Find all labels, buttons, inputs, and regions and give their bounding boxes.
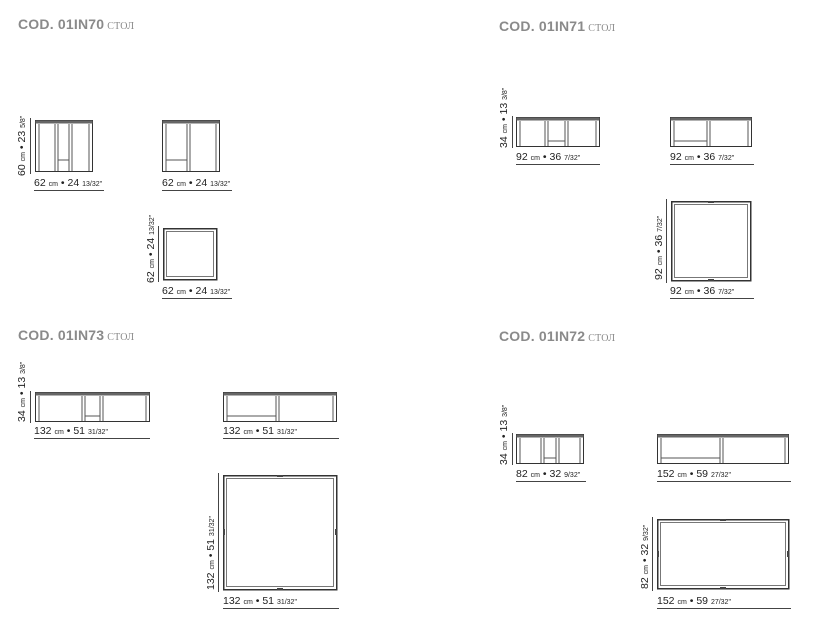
front-view-drawing bbox=[35, 120, 93, 172]
side-view-drawing bbox=[162, 120, 220, 172]
top-width-label: 62 cm • 24 13/32" bbox=[162, 285, 231, 297]
product-code: COD. 01IN72 bbox=[499, 328, 586, 344]
width-dimension-line bbox=[657, 481, 791, 482]
width-dimension-line bbox=[657, 608, 791, 609]
product-code: COD. 01IN71 bbox=[499, 18, 586, 34]
width-dimension-line bbox=[670, 298, 754, 299]
product-label: СТОЛ bbox=[107, 21, 135, 32]
depth-dimension-line bbox=[652, 517, 653, 591]
top-width-label: 152 cm • 59 27/32" bbox=[657, 595, 731, 607]
side-width-label: 132 cm • 51 31/32" bbox=[223, 425, 297, 437]
width-dimension-line bbox=[34, 438, 150, 439]
product-code: COD. 01IN73 bbox=[18, 327, 105, 343]
top-depth-label: 92 cm • 36 7/32" bbox=[653, 215, 665, 280]
side-view-drawing bbox=[670, 117, 752, 147]
front-width-label: 132 cm • 51 31/32" bbox=[34, 425, 108, 437]
height-dimension-line bbox=[30, 391, 31, 423]
front-view-drawing bbox=[516, 434, 584, 464]
width-dimension-line bbox=[223, 438, 339, 439]
front-height-label: 34 cm • 13 3/8" bbox=[498, 87, 510, 148]
height-dimension-line bbox=[512, 116, 513, 148]
front-height-label: 60 cm • 23 5/8" bbox=[16, 115, 28, 176]
width-dimension-line bbox=[34, 190, 104, 191]
top-view-drawing bbox=[222, 474, 338, 591]
width-dimension-line bbox=[162, 298, 232, 299]
height-dimension-line bbox=[512, 433, 513, 465]
front-height-label: 34 cm • 13 3/8" bbox=[498, 404, 510, 465]
width-dimension-line bbox=[516, 481, 586, 482]
depth-dimension-line bbox=[218, 473, 219, 592]
top-view-drawing bbox=[670, 200, 752, 282]
width-dimension-line bbox=[162, 190, 232, 191]
top-width-label: 132 cm • 51 31/32" bbox=[223, 595, 297, 607]
product-label: СТОЛ bbox=[588, 23, 616, 34]
width-dimension-line bbox=[670, 164, 754, 165]
top-width-label: 92 cm • 36 7/32" bbox=[670, 285, 735, 297]
width-dimension-line bbox=[223, 608, 339, 609]
front-view-drawing bbox=[516, 117, 600, 147]
top-depth-label: 82 cm • 32 9/32" bbox=[639, 524, 651, 589]
front-width-label: 92 cm • 36 7/32" bbox=[516, 151, 581, 163]
front-width-label: 62 cm • 24 13/32" bbox=[34, 177, 103, 189]
side-view-drawing bbox=[223, 392, 337, 422]
side-view-drawing bbox=[657, 434, 789, 464]
product-label: СТОЛ bbox=[588, 333, 616, 344]
front-width-label: 82 cm • 32 9/32" bbox=[516, 468, 581, 480]
depth-dimension-line bbox=[158, 226, 159, 282]
front-height-label: 34 cm • 13 3/8" bbox=[16, 361, 28, 422]
side-width-label: 152 cm • 59 27/32" bbox=[657, 468, 731, 480]
depth-dimension-line bbox=[666, 199, 667, 283]
side-width-label: 92 cm • 36 7/32" bbox=[670, 151, 735, 163]
product-label: СТОЛ bbox=[107, 332, 135, 343]
top-depth-label: 62 cm • 24 13/32" bbox=[145, 214, 157, 283]
height-dimension-line bbox=[30, 118, 31, 174]
top-depth-label: 132 cm • 51 31/32" bbox=[205, 516, 217, 590]
top-view-drawing bbox=[656, 518, 790, 590]
side-width-label: 62 cm • 24 13/32" bbox=[162, 177, 231, 189]
front-view-drawing bbox=[35, 392, 150, 422]
width-dimension-line bbox=[516, 164, 600, 165]
top-view-drawing bbox=[162, 227, 218, 281]
product-code: COD. 01IN70 bbox=[18, 16, 105, 32]
